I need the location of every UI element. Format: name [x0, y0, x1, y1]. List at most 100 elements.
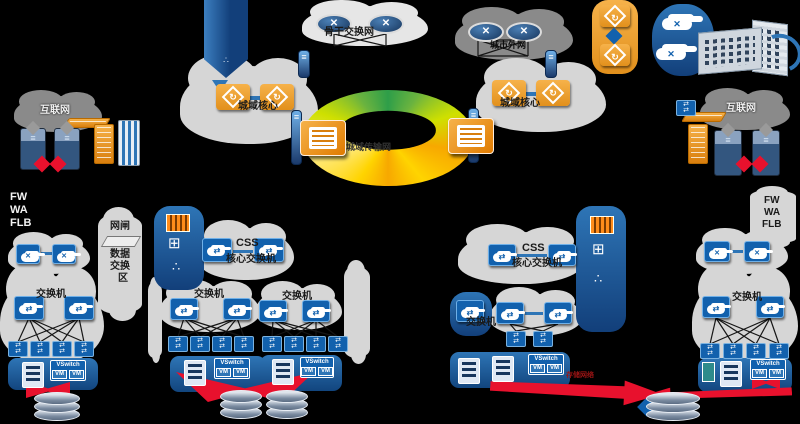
server-icon — [720, 361, 742, 387]
switch-label: 交换机 — [282, 291, 312, 302]
gate-icon — [100, 236, 142, 247]
cloud-router-icon — [744, 241, 770, 262]
switch-icon — [8, 341, 28, 357]
container-box — [702, 362, 715, 382]
vswitch-box: VSwitch VM VM — [300, 357, 334, 378]
vswitch-box: VSwitch VM VM — [214, 358, 250, 379]
link-line — [525, 312, 543, 315]
switch-icon — [506, 331, 526, 347]
rack-grid-icon — [166, 214, 190, 232]
chip-icon — [592, 242, 605, 257]
router-icon — [260, 84, 294, 110]
cloud-switch-icon — [14, 296, 44, 320]
cloud-router-icon — [52, 244, 76, 264]
vm-chip: VM — [769, 369, 784, 378]
disk-router-icon — [316, 14, 352, 34]
chip-icon — [168, 236, 181, 251]
link-line — [517, 254, 547, 257]
cloud-router-icon — [16, 244, 40, 264]
server-icon — [492, 356, 514, 382]
otn-device-icon — [300, 120, 346, 156]
switch-icon — [723, 343, 743, 359]
load-balancer-icon — [118, 120, 140, 166]
vm-chip: VM — [318, 367, 333, 376]
vm-chip: VM — [52, 370, 67, 379]
router-icon — [536, 80, 570, 106]
cloud-switch-icon — [702, 296, 730, 318]
cloud-switch-icon — [456, 300, 484, 322]
switch-icon — [284, 336, 304, 352]
core-switch-label: 核心交换机 — [226, 254, 276, 265]
gateway-cloud — [98, 207, 142, 321]
switch-icon — [212, 336, 232, 352]
disk-router-icon — [368, 14, 404, 34]
gateway-label: 网闸 — [110, 221, 130, 232]
flb-label: FLB — [762, 219, 782, 230]
core-switch-label: 核心交换机 — [512, 258, 562, 269]
cloud-switch-icon — [548, 244, 576, 266]
link-line — [526, 92, 538, 96]
flag-icon — [298, 50, 310, 78]
switch-icon — [262, 336, 282, 352]
switch-icon — [328, 336, 348, 352]
switch-icon — [533, 331, 553, 347]
cloud-switch-icon — [202, 238, 232, 262]
building-main — [698, 27, 762, 75]
router-icon — [600, 5, 630, 27]
switch-icon — [52, 341, 72, 357]
switch-icon — [190, 336, 210, 352]
switch-icon — [676, 100, 696, 116]
storage-icon — [266, 390, 308, 420]
backbone-label: 骨干交换网 — [324, 27, 374, 38]
vswitch-label: VSwitch — [56, 362, 80, 368]
storage-network-label: 存储网络 — [566, 372, 594, 379]
disk-router-icon — [506, 22, 542, 42]
cloud-switch-icon — [170, 298, 198, 320]
storage-icon — [220, 390, 262, 420]
cloud-switch-icon — [756, 296, 784, 318]
cloud-switch-icon — [544, 302, 572, 324]
router-icon — [492, 80, 526, 106]
banner-icon — [204, 0, 248, 78]
data-exchange-label-2: 交换 — [110, 261, 130, 272]
wa-label: WA — [10, 204, 28, 216]
link-line — [233, 250, 253, 253]
otn-device-icon — [448, 118, 494, 154]
vswitch-label: VSwitch — [756, 361, 780, 367]
link-line — [731, 250, 743, 253]
link-line — [41, 252, 52, 255]
vswitch-box: VSwitch VM VM — [50, 360, 86, 381]
vswitch-label: VSwitch — [305, 359, 329, 365]
cloud-switch-icon — [496, 302, 524, 324]
switch-label: 交换机 — [732, 292, 762, 303]
switch-label: 交换机 — [194, 289, 224, 300]
flb-label: FLB — [10, 217, 32, 229]
metro-core-label: 城域核心 — [500, 98, 540, 109]
vm-chip: VM — [547, 364, 562, 373]
internet-label: 互联网 — [726, 103, 756, 114]
data-exchange-label-1: 数据 — [110, 249, 130, 260]
cloud-router-icon — [704, 241, 730, 262]
topology-icon — [594, 272, 602, 285]
cloud-switch-icon — [302, 300, 330, 322]
building-icon — [698, 19, 800, 79]
tower-device-icon — [714, 130, 742, 176]
server-icon — [458, 358, 480, 384]
server-icon — [184, 360, 206, 386]
switch-label: 交换机 — [466, 317, 496, 328]
switch-icon — [700, 343, 720, 359]
data-exchange-label-3: 区 — [118, 273, 128, 284]
switch-icon — [306, 336, 326, 352]
switch-icon — [234, 336, 254, 352]
disk-router-icon — [468, 22, 504, 42]
vm-chip: VM — [530, 364, 545, 373]
cloud-router-icon — [656, 42, 686, 62]
wa-label: WA — [764, 207, 781, 218]
vm-chip: VM — [216, 368, 231, 377]
vm-chip: VM — [69, 370, 84, 379]
server-icon — [22, 362, 44, 388]
city-external-label: 城市外网 — [490, 40, 527, 50]
css-label: CSS — [236, 237, 259, 249]
vswitch-label: VSwitch — [534, 356, 558, 362]
